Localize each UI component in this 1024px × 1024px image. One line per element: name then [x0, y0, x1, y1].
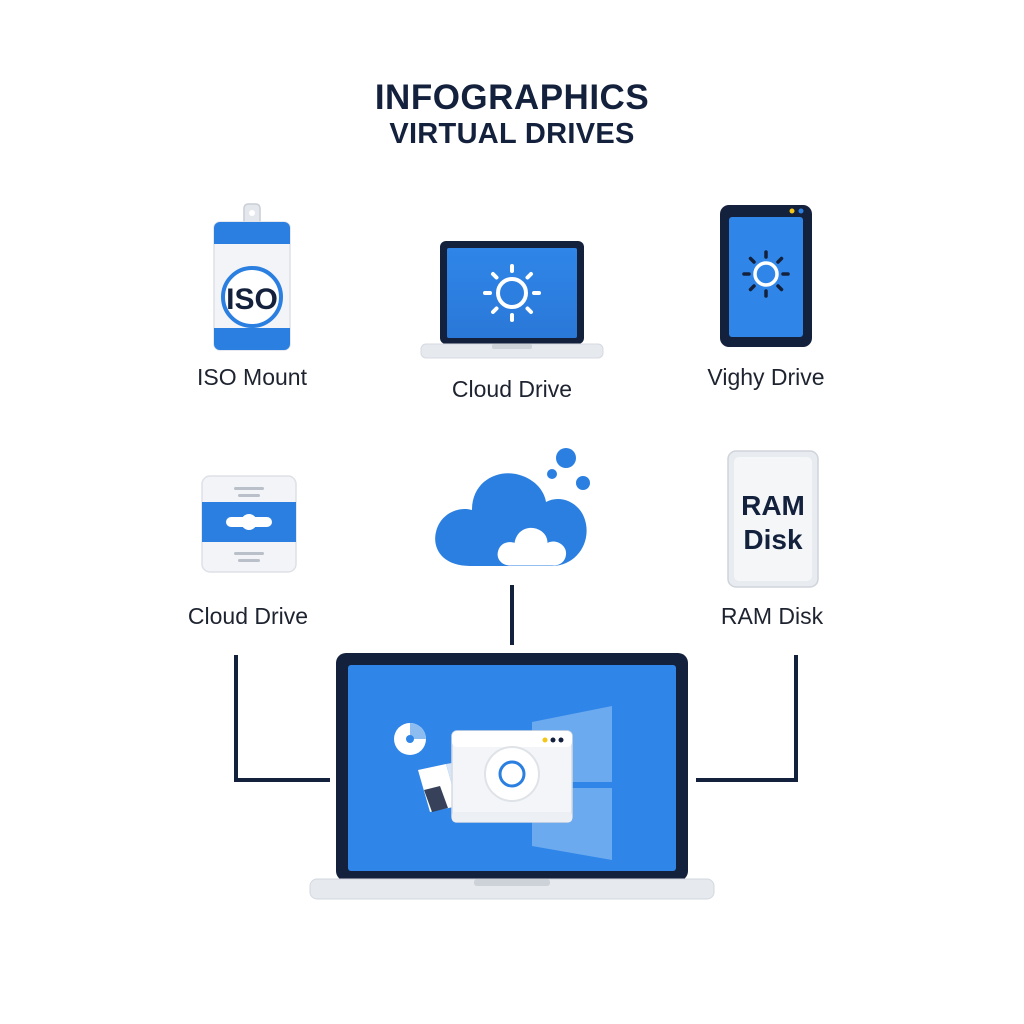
label-cloud-drive-top: Cloud Drive: [451, 376, 573, 402]
ram-disk-icon: RAM Disk: [727, 450, 819, 588]
iso-image-icon: ISO: [213, 203, 291, 351]
iso-icon-text: ISO: [226, 283, 278, 316]
label-ram-disk: RAM Disk: [720, 603, 824, 629]
laptop-sun-icon: [420, 241, 604, 359]
connector-lines: [234, 585, 798, 782]
disk-drive-icon: [201, 475, 297, 573]
virtual-drive-window: [451, 730, 573, 823]
laptop-virtual-drive-icon: [309, 653, 715, 900]
connector-ramdisk-laptop: [696, 655, 798, 782]
label-tablet-drive: Vighy Drive: [707, 364, 825, 390]
tablet-sun-icon: [720, 205, 812, 347]
ram-icon-text-line2: Disk: [743, 524, 803, 555]
connector-disk-laptop: [234, 655, 330, 782]
page-title: INFOGRAPHICS: [374, 78, 650, 117]
ram-icon-text-line1: RAM: [741, 490, 805, 521]
cloud-icon: [435, 448, 590, 566]
label-iso-mount: ISO Mount: [197, 364, 307, 390]
page-subtitle: VIRTUAL DRIVES: [389, 118, 635, 150]
disc-icon: [394, 723, 426, 755]
label-cloud-drive-left: Cloud Drive: [187, 603, 309, 629]
